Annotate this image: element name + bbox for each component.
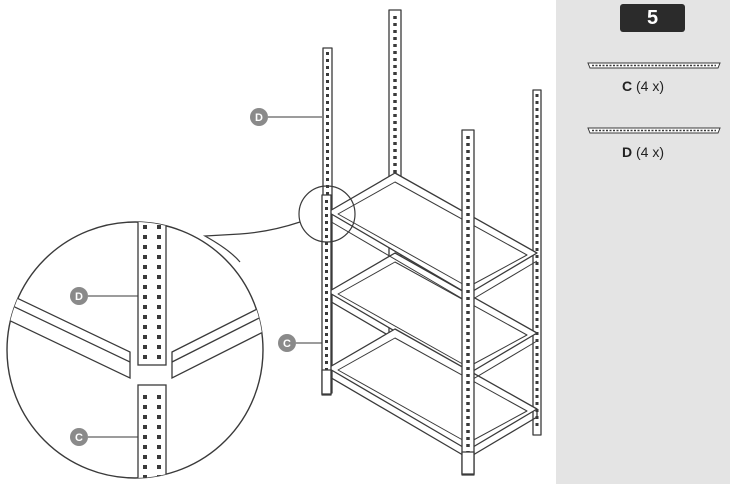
part-d-quantity: (4 x): [636, 144, 664, 160]
detail-beam-left: [7, 288, 131, 380]
shelf-top: [327, 172, 538, 295]
svg-text:D: D: [75, 291, 83, 303]
zoom-leader-line: [202, 221, 301, 263]
post-front-left: [321, 194, 332, 396]
step-number-badge: 5: [620, 4, 685, 32]
part-c-letter: C: [621, 78, 633, 94]
callout-detail-bottom: C: [70, 428, 138, 446]
part-d-letter: D: [621, 144, 633, 160]
beams-front: [327, 219, 538, 383]
joint-highlight-circle: [298, 185, 356, 243]
part-c-icon: [587, 62, 721, 69]
part-d-label: D (4 x): [556, 144, 730, 160]
svg-text:C: C: [75, 432, 83, 444]
part-c-quantity: (4 x): [636, 78, 664, 94]
detail-upright-upper: [137, 222, 167, 366]
post-back-right: [532, 89, 542, 436]
zoom-detail: [6, 221, 264, 479]
part-c-label: C (4 x): [556, 78, 730, 94]
detail-upright-lower: [137, 384, 167, 478]
assembly-diagram: D C D C: [6, 9, 542, 479]
part-d-icon: [587, 127, 721, 134]
parts-panel: 5 C (4 x) D (4 x): [556, 0, 730, 484]
svg-text:C: C: [283, 338, 291, 350]
shelf-assembly: [298, 9, 542, 476]
callout-detail-top: D: [70, 287, 138, 305]
post-front-right: [461, 129, 475, 476]
callout-main-top: D: [250, 108, 322, 126]
svg-text:D: D: [255, 112, 263, 124]
callout-main-bottom: C: [278, 334, 322, 352]
detail-beam-right: [171, 298, 263, 380]
